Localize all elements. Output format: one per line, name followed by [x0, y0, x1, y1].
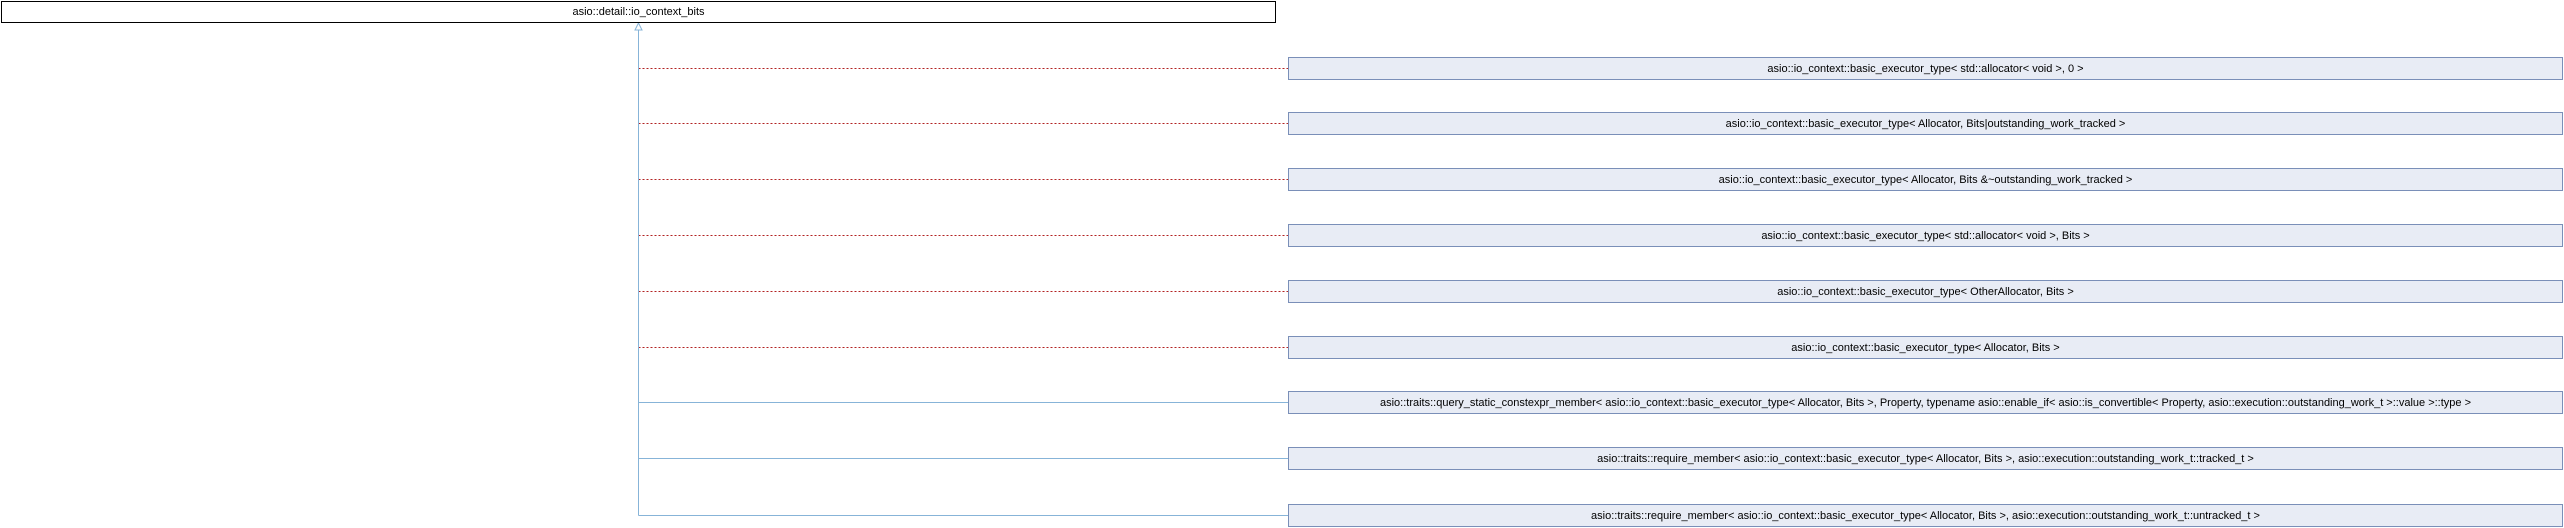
derived-class-node[interactable]: asio::traits::query_static_constexpr_mem…: [1288, 391, 2563, 414]
derived-class-node[interactable]: asio::io_context::basic_executor_type< s…: [1288, 57, 2563, 80]
derived-class-label: asio::io_context::basic_executor_type< s…: [1767, 62, 2084, 75]
derived-class-label: asio::io_context::basic_executor_type< A…: [1725, 117, 2126, 130]
derived-class-node[interactable]: asio::io_context::basic_executor_type< A…: [1288, 112, 2563, 135]
derived-class-node[interactable]: asio::io_context::basic_executor_type< A…: [1288, 168, 2563, 191]
derived-class-label: asio::io_context::basic_executor_type< A…: [1718, 173, 2133, 186]
derived-class-node[interactable]: asio::io_context::basic_executor_type< O…: [1288, 280, 2563, 303]
derived-class-node[interactable]: asio::traits::require_member< asio::io_c…: [1288, 504, 2563, 527]
derived-class-label: asio::io_context::basic_executor_type< O…: [1777, 285, 2074, 298]
derived-class-node[interactable]: asio::io_context::basic_executor_type< A…: [1288, 336, 2563, 359]
derived-class-label: asio::io_context::basic_executor_type< A…: [1791, 341, 2060, 354]
base-class-node[interactable]: asio::detail::io_context_bits: [1, 1, 1276, 23]
derived-class-node[interactable]: asio::traits::require_member< asio::io_c…: [1288, 447, 2563, 470]
inheritance-arrowhead: [634, 21, 643, 31]
base-class-label: asio::detail::io_context_bits: [572, 6, 705, 18]
derived-class-node[interactable]: asio::io_context::basic_executor_type< s…: [1288, 224, 2563, 247]
derived-class-label: asio::traits::require_member< asio::io_c…: [1597, 452, 2254, 465]
derived-class-label: asio::traits::require_member< asio::io_c…: [1591, 509, 2260, 522]
derived-class-label: asio::io_context::basic_executor_type< s…: [1761, 229, 2090, 242]
derived-class-label: asio::traits::query_static_constexpr_mem…: [1379, 396, 2472, 409]
